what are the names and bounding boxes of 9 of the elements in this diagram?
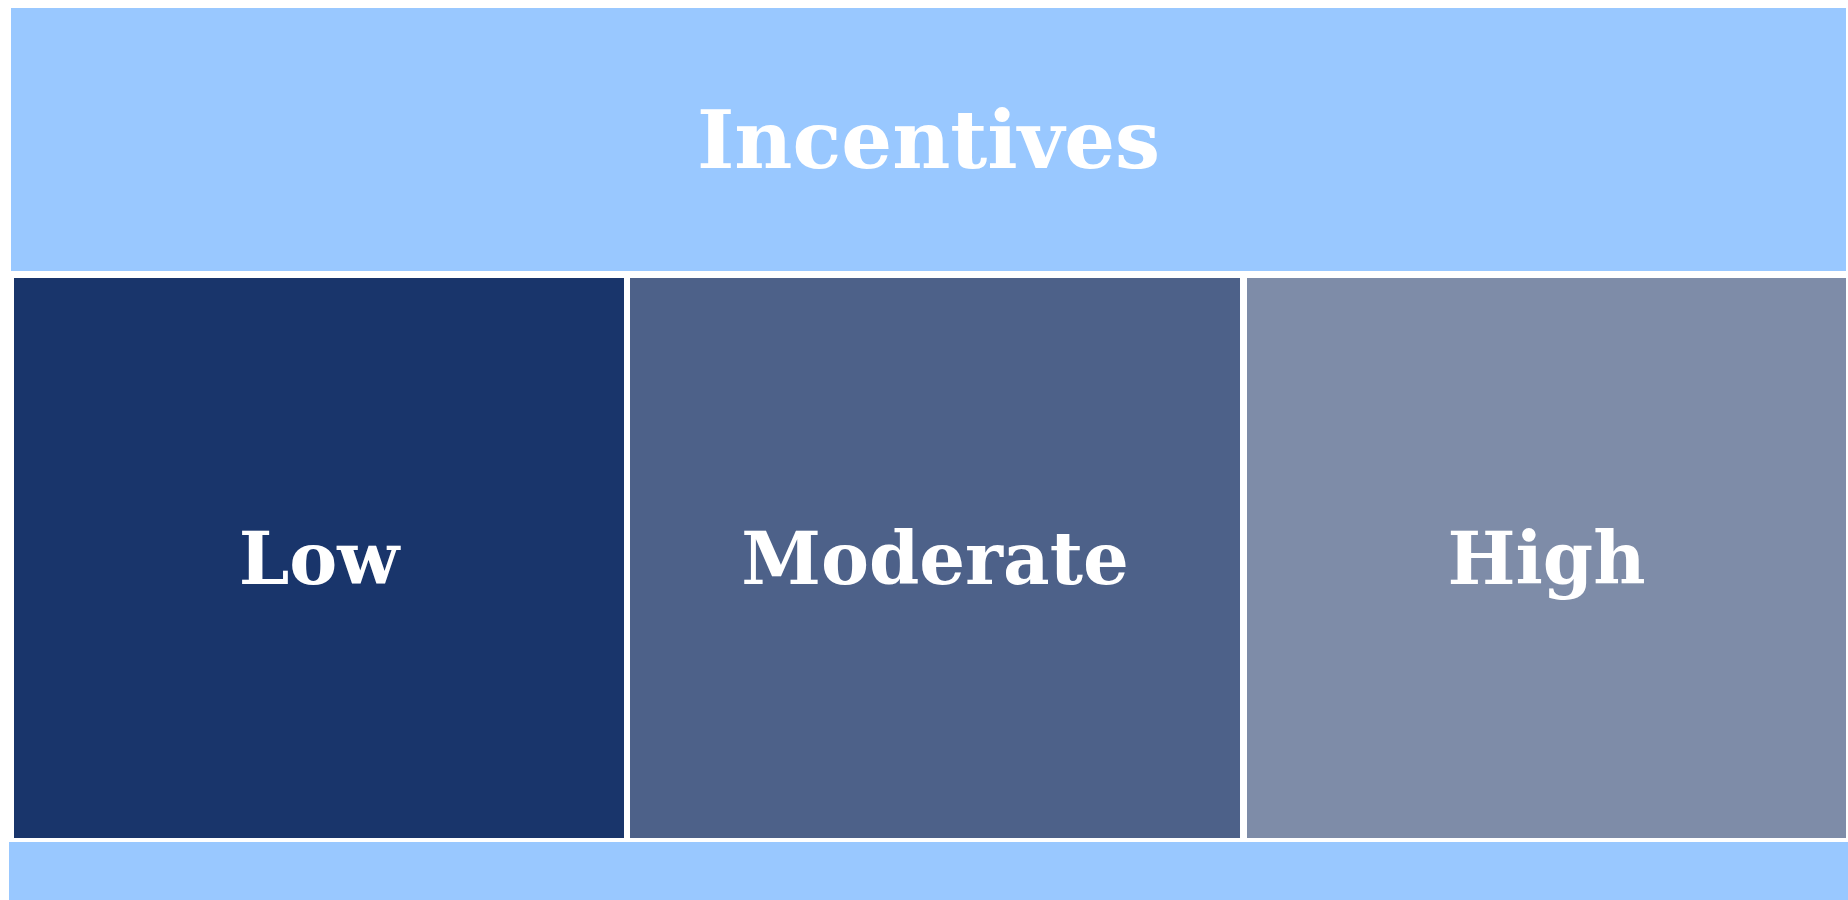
level-label: Low — [238, 515, 400, 601]
level-panel — [1245, 276, 1848, 840]
footer-band — [9, 842, 1848, 900]
level-label: High — [1447, 515, 1646, 601]
level-panel — [628, 276, 1242, 840]
level-panel — [12, 276, 626, 840]
level-label: Moderate — [741, 515, 1129, 601]
title-text: Incentives — [696, 92, 1161, 187]
header-band — [9, 6, 1848, 273]
